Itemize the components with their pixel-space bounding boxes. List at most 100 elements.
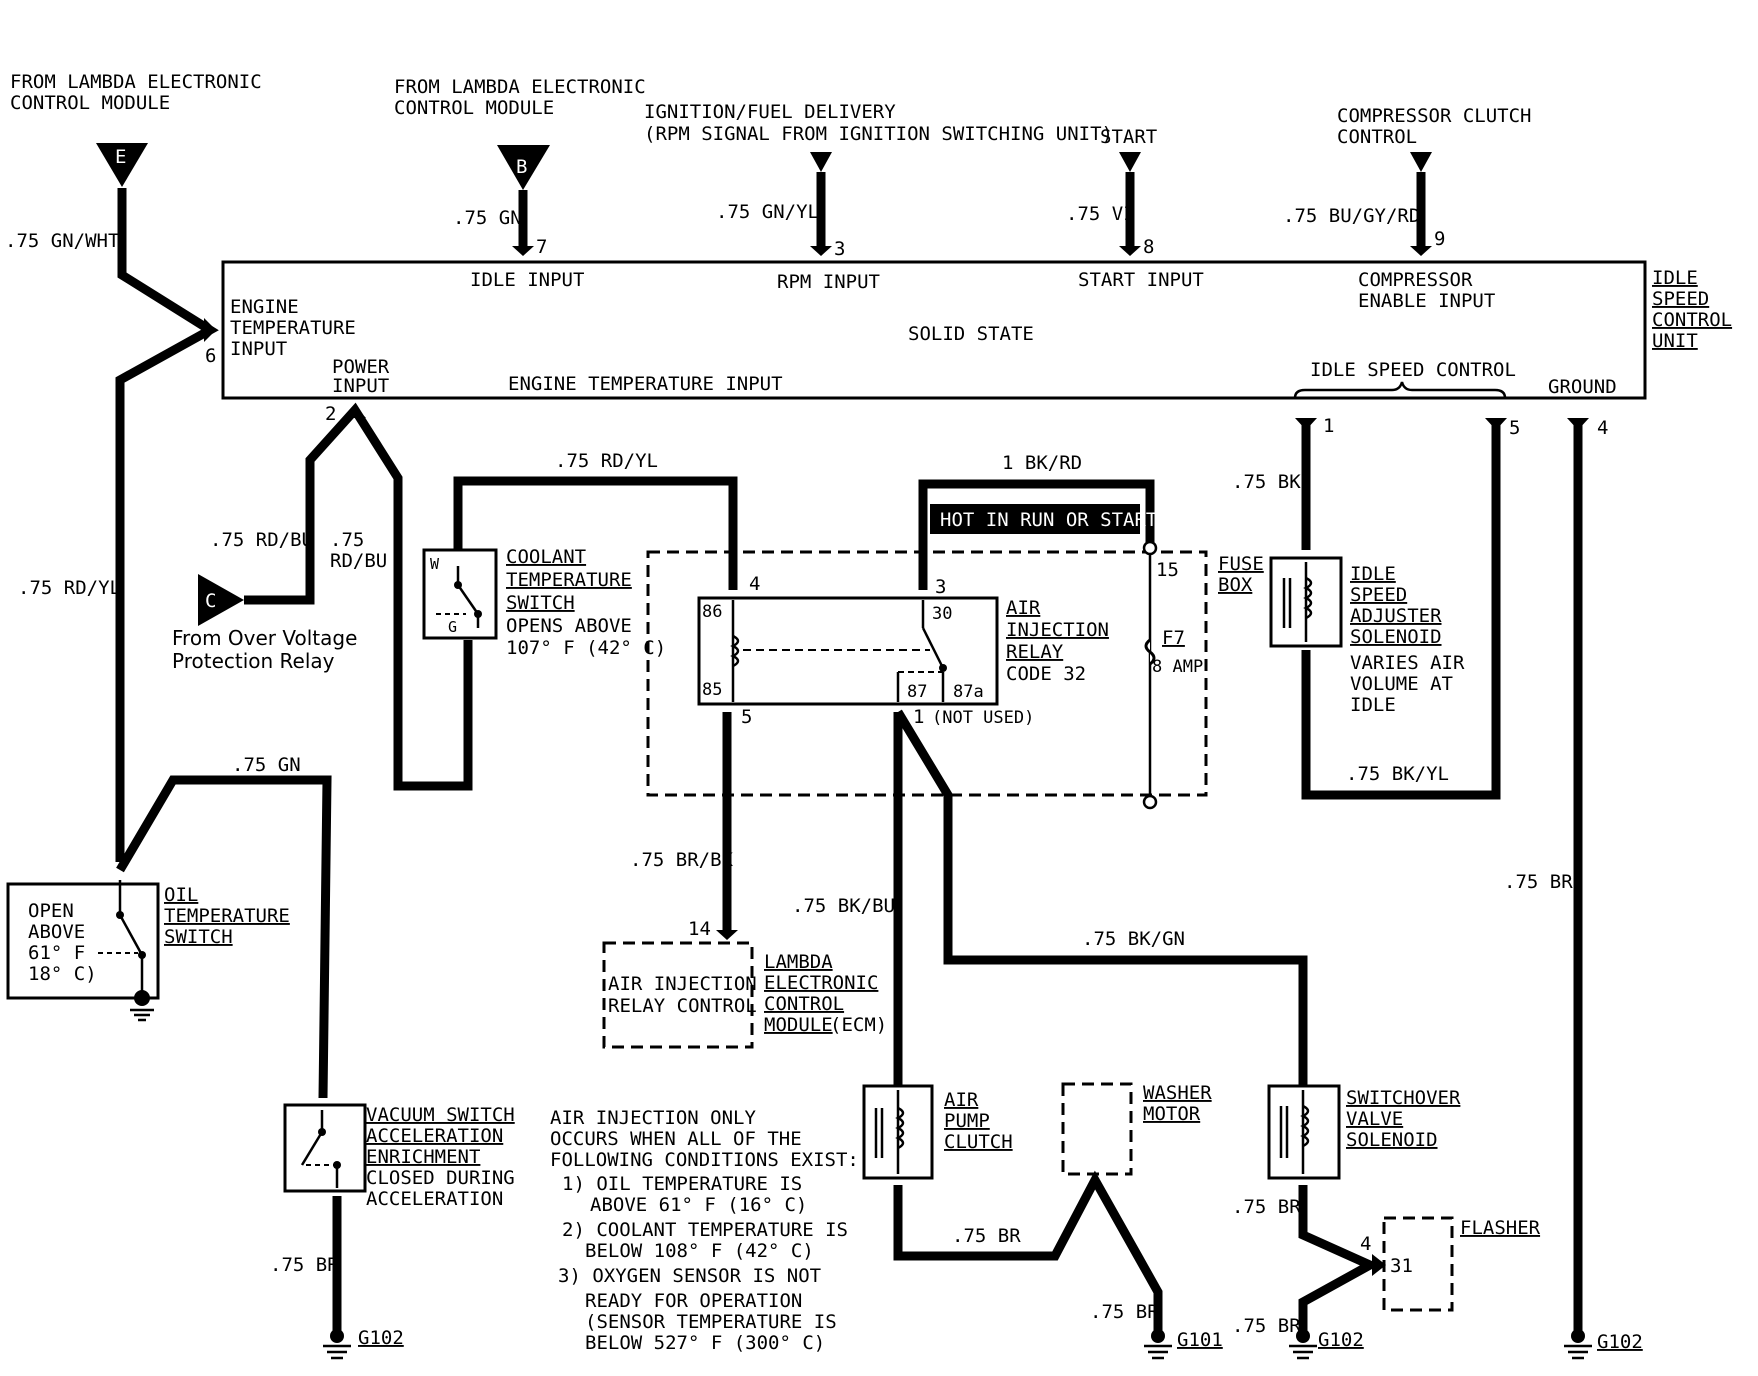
oil-switch-pivot — [116, 911, 124, 919]
label-br-sw: .75 BR — [1232, 1196, 1301, 1218]
pump-title-1: AIR — [944, 1089, 979, 1111]
ground-switchover-icon — [1289, 1344, 1317, 1360]
control-unit-box — [221, 260, 1647, 400]
label-bu-gy-rd: .75 BU/GY/RD — [1283, 205, 1420, 227]
coolant-desc-1: OPENS ABOVE — [506, 615, 632, 637]
flasher-pin-31: 31 — [1390, 1255, 1413, 1277]
relay-pin-5: 5 — [741, 706, 752, 728]
top-sources: FROM LAMBDA ELECTRONIC CONTROL MODULE E … — [10, 71, 1531, 190]
pin-5: 5 — [1509, 417, 1520, 439]
relay-pin-1: 1 — [913, 706, 924, 728]
relay-title-1: AIR — [1006, 597, 1041, 619]
connector-c-icon — [198, 574, 244, 626]
isa-desc-1: VARIES AIR — [1350, 652, 1465, 674]
coolant-switch-blade — [456, 584, 480, 615]
source-lambda-b-2: CONTROL MODULE — [394, 97, 554, 119]
relay-t86: 86 — [702, 602, 722, 622]
label-rd-yl-left: .75 RD/YL — [18, 577, 121, 599]
wire-rd-bu-power — [244, 402, 473, 791]
fuse-box-label-2: BOX — [1218, 574, 1253, 596]
switchover-title-1: SWITCHOVER — [1346, 1087, 1461, 1109]
vacuum-switch: VACUUM SWITCH ACCELERATION ENRICHMENT CL… — [283, 1103, 515, 1210]
relay-blade-contact — [939, 664, 947, 672]
hot-label: HOT IN RUN OR START — [940, 509, 1157, 531]
engine-temp-input-3: INPUT — [230, 338, 287, 360]
flasher-pin-4: 4 — [1360, 1233, 1371, 1255]
unit-name-4: UNIT — [1652, 330, 1698, 352]
fuse-pin-15: 15 — [1156, 559, 1179, 581]
ground-pump: G101 — [1144, 1329, 1223, 1360]
pin-1: 1 — [1323, 415, 1334, 437]
ground-vacuum: G102 — [323, 1327, 404, 1360]
source-lambda-e-1: FROM LAMBDA ELECTRONIC — [10, 71, 262, 93]
ground-vacuum-label: G102 — [358, 1327, 404, 1349]
note-line-11: BELOW 527° F (300° C) — [585, 1332, 825, 1354]
oil-desc-3: 61° F — [28, 942, 85, 964]
ground-switchover: G102 — [1289, 1329, 1364, 1360]
pin6-arrow-icon — [204, 318, 216, 342]
power-input-1: POWER — [332, 356, 390, 378]
source-start: START — [1100, 126, 1157, 148]
note-line-8: 3) OXYGEN SENSOR IS NOT — [558, 1265, 821, 1287]
wire-rd-yl-relay — [453, 476, 738, 590]
note-line-7: BELOW 108° F (42° C) — [585, 1240, 814, 1262]
coolant-g-label: G — [448, 618, 457, 636]
coolant-switch-contact — [474, 610, 482, 618]
connector-b-icon — [497, 145, 550, 190]
fuse-bottom-terminal — [1142, 794, 1158, 810]
label-br-vac: .75 BR — [270, 1254, 339, 1276]
wire-gn-wht-rd-yl — [115, 188, 219, 862]
pin4-arrow-icon — [1567, 418, 1589, 430]
switchover-coil-icon — [1300, 1104, 1310, 1148]
fuse-top-terminal — [1142, 540, 1158, 556]
ecm-title-4: MODULE — [764, 1014, 833, 1036]
start-arrow-icon — [1119, 152, 1141, 172]
wire-br-pump-washer — [893, 1170, 1163, 1332]
label-rd-bu-right-1: .75 — [330, 529, 364, 551]
ecm-inner-1: AIR INJECTION — [608, 973, 757, 995]
relay-t30: 30 — [932, 604, 952, 624]
connector-b-label: B — [516, 156, 527, 178]
relay-t87: 87 — [907, 682, 927, 702]
switchover-title-3: SOLENOID — [1346, 1129, 1438, 1151]
source-compressor-2: CONTROL — [1337, 126, 1417, 148]
switchover-title-2: VALVE — [1346, 1108, 1403, 1130]
relay-t85: 85 — [702, 680, 722, 700]
unit-name-1: IDLE — [1652, 267, 1698, 289]
source-compressor-1: COMPRESSOR CLUTCH — [1337, 105, 1531, 127]
label-bk: .75 BK — [1232, 471, 1301, 493]
switchover-valve-solenoid: SWITCHOVER VALVE SOLENOID — [1267, 1084, 1461, 1180]
isa-title-4: SOLENOID — [1350, 626, 1442, 648]
power-input-2: INPUT — [332, 375, 389, 397]
ground-switchover-label: G102 — [1318, 1329, 1364, 1351]
label-bk-rd: 1 BK/RD — [1002, 452, 1082, 474]
oil-desc-1: OPEN — [28, 900, 74, 922]
vacuum-desc-1: CLOSED DURING — [366, 1167, 515, 1189]
relay-not-used: (NOT USED) — [932, 708, 1034, 728]
pin-3: 3 — [834, 238, 845, 260]
pin5-arrow-icon — [1485, 418, 1507, 430]
conditions-note: AIR INJECTION ONLY OCCURS WHEN ALL OF TH… — [550, 1107, 859, 1354]
ecm-inner-2: RELAY CONTROL — [608, 995, 757, 1017]
flasher-pin-arrow-icon — [1372, 1254, 1386, 1276]
connector-e-label: E — [115, 146, 126, 168]
vacuum-switch-blade — [300, 1131, 324, 1166]
oil-ground-icon — [130, 1008, 154, 1022]
idle-input-label: IDLE INPUT — [470, 269, 584, 291]
compressor-arrow-icon — [1410, 152, 1432, 172]
pin-6: 6 — [205, 345, 216, 367]
coolant-switch-box — [422, 548, 498, 640]
oil-title-1: OIL — [164, 884, 198, 906]
pump-title-2: PUMP — [944, 1110, 990, 1132]
air-injection-relay: 86 85 30 87 87a 4 3 5 1 (NOT USED) AIR I… — [697, 573, 1109, 728]
ground-pump-label: G101 — [1177, 1329, 1223, 1351]
hot-label-box — [930, 504, 1140, 534]
note-line-4: 1) OIL TEMPERATURE IS — [562, 1173, 802, 1195]
label-br-bk: .75 BR/BK — [630, 849, 734, 871]
coolant-w-label: W — [430, 555, 440, 573]
wire-gn-vacuum — [116, 775, 332, 1099]
idle-speed-adjuster-solenoid: IDLE SPEED ADJUSTER SOLENOID VARIES AIR … — [1269, 556, 1465, 716]
label-br-right: .75 BR — [1504, 871, 1573, 893]
coolant-switch-pivot — [454, 581, 462, 589]
wire-bk-yl-isa — [1301, 420, 1501, 800]
